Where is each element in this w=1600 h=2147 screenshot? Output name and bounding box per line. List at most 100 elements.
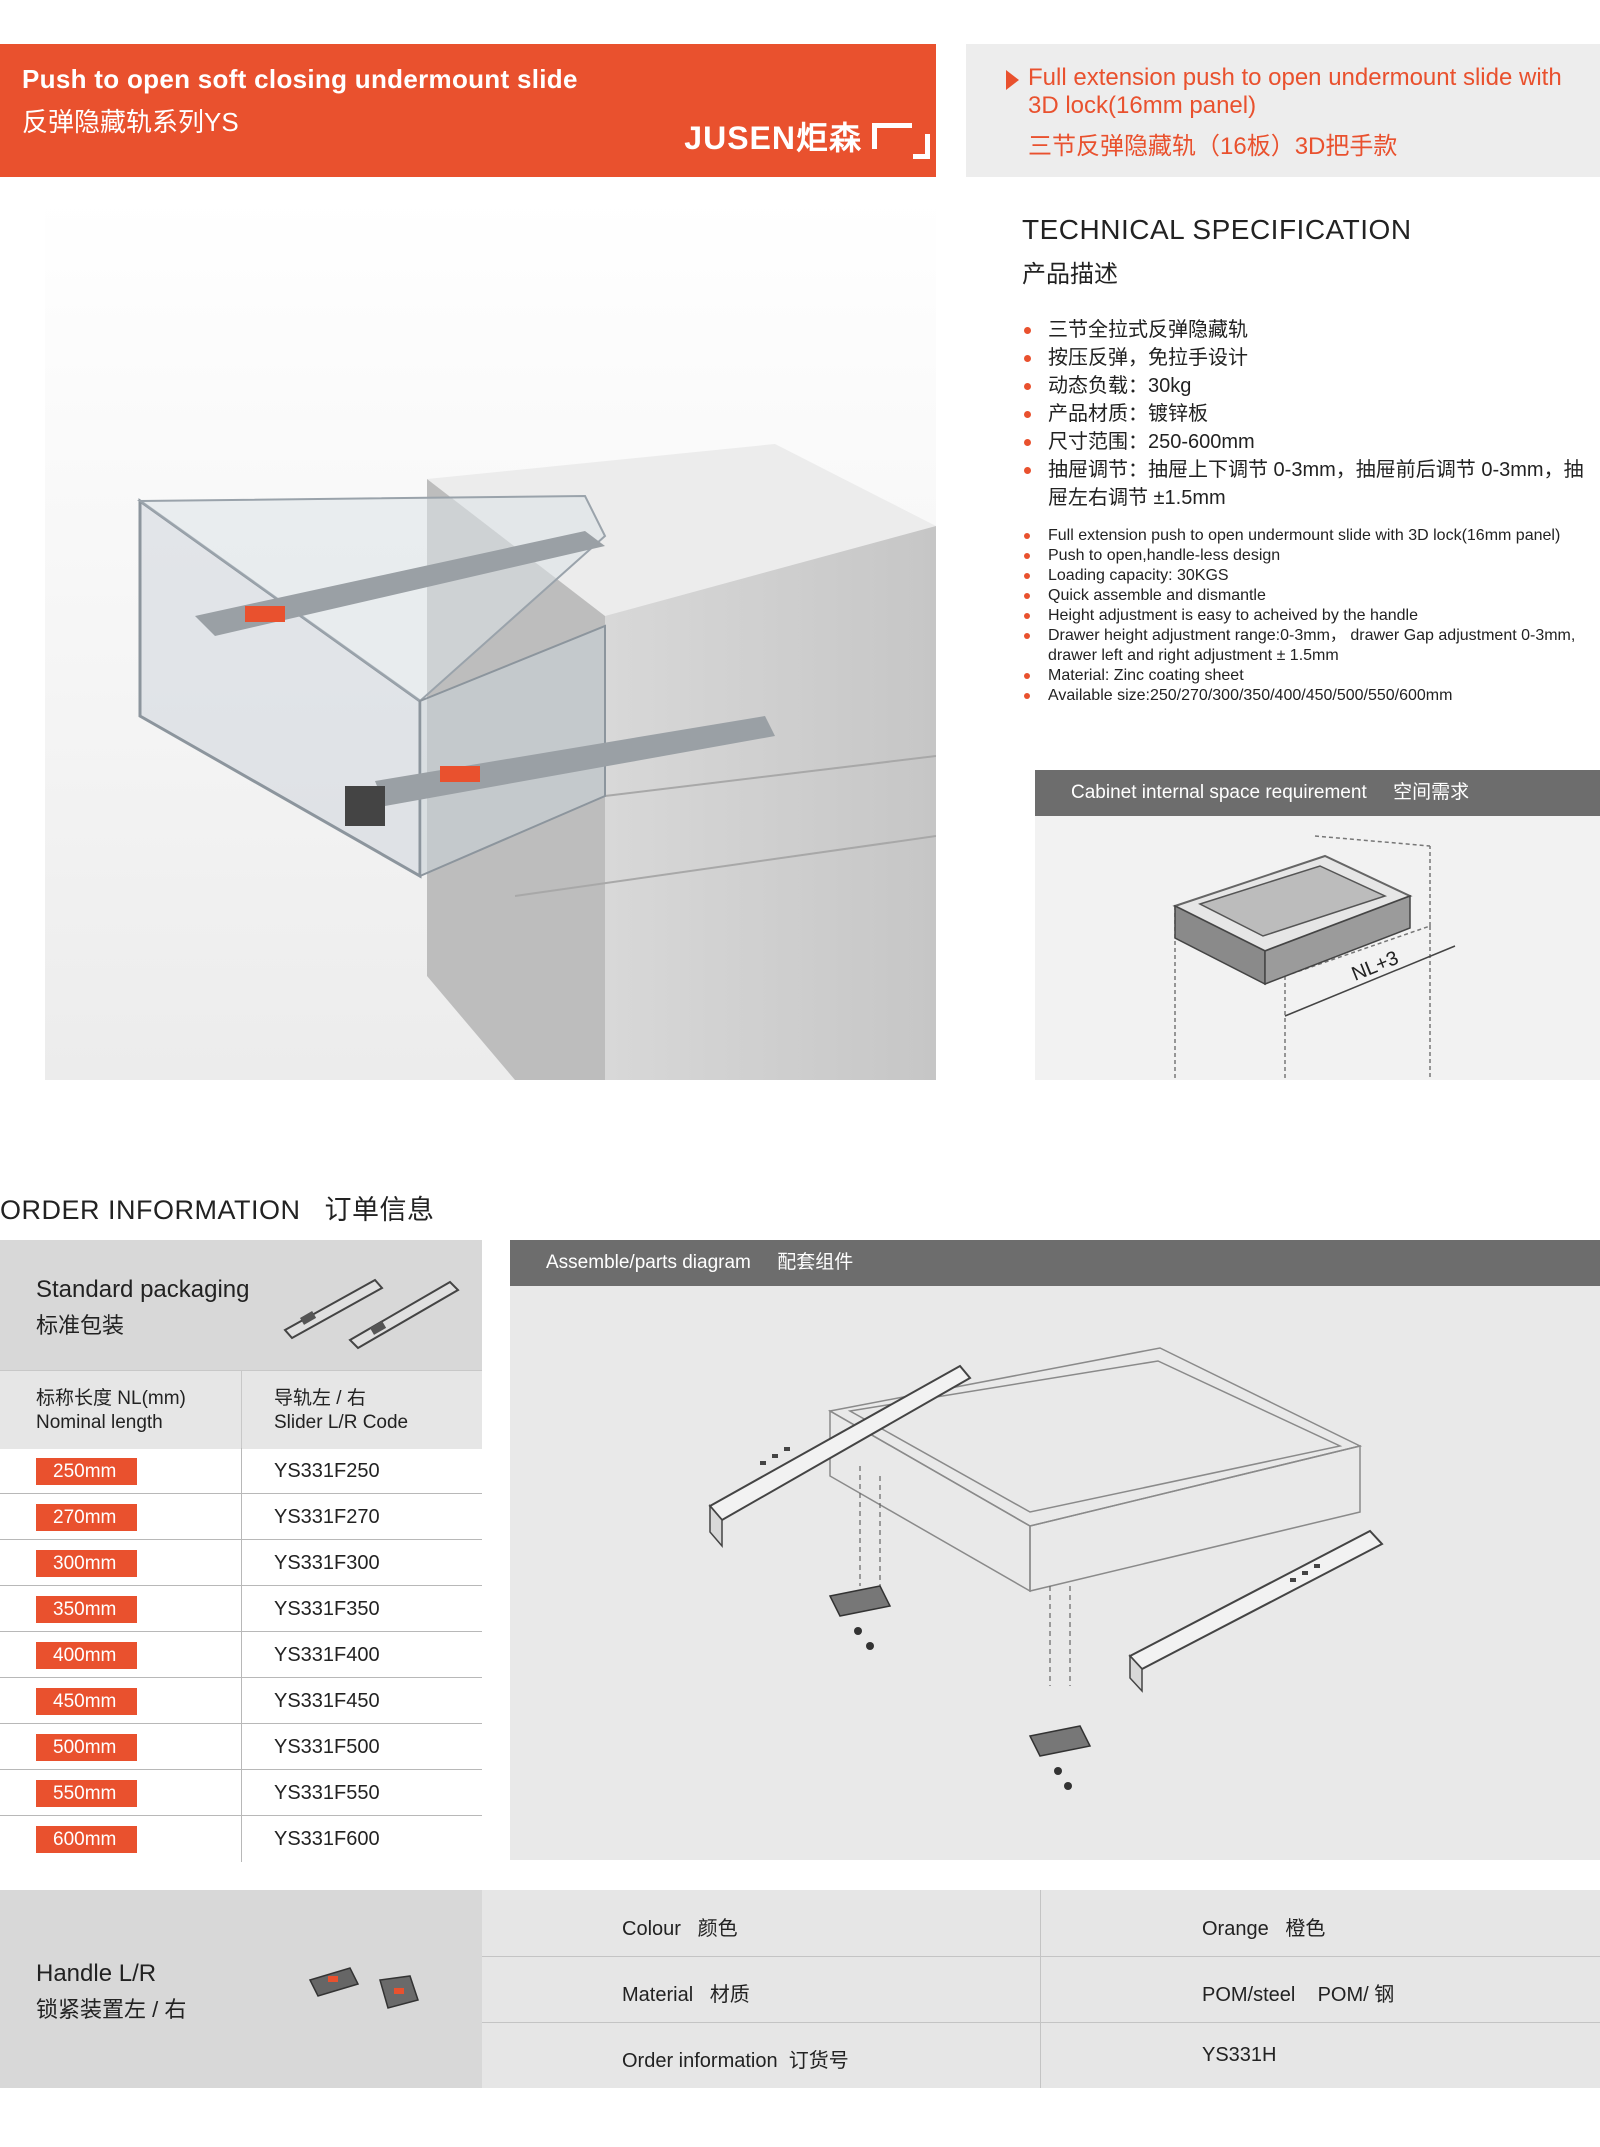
- length-badge: 400mm: [36, 1642, 137, 1669]
- divider: [1040, 1956, 1041, 2022]
- spec-title: TECHNICAL SPECIFICATION: [1022, 214, 1412, 245]
- handle-key: Colour 颜色: [622, 1918, 738, 1940]
- spec-subtitle: 产品描述: [1022, 261, 1118, 288]
- spec-item-en: Drawer height adjustment range:0-3mm， dr…: [1020, 626, 1580, 666]
- handle-value: Orange 橙色: [1202, 1918, 1326, 1940]
- assemble-diagram-bar: Assemble/parts diagram 配套组件: [510, 1240, 1600, 1286]
- divider: [241, 1770, 242, 1816]
- spec-item-en: Full extension push to open undermount s…: [1020, 526, 1580, 546]
- dimension-label: NL+3: [1349, 947, 1402, 986]
- divider: [241, 1632, 242, 1678]
- spec-list-cn: 三节全拉式反弹隐藏轨 按压反弹，免拉手设计 动态负载：30kg 产品材质：镀锌板…: [1020, 316, 1600, 512]
- divider: [1040, 1890, 1041, 1956]
- spec-item-cn: 抽屉调节：抽屉上下调节 0-3mm，抽屉前后调节 0-3mm，抽屉左右调节 ±1…: [1020, 456, 1600, 512]
- handle-title-en: Handle L/R: [36, 1960, 157, 1987]
- header-title-en: Push to open soft closing undermount sli…: [22, 64, 578, 94]
- length-badge: 250mm: [36, 1458, 137, 1485]
- brand-logo: JUSEN炬森: [684, 113, 930, 159]
- spec-item-en: Available size:250/270/300/350/400/450/5…: [1020, 686, 1580, 706]
- col-length-en: Nominal length: [36, 1412, 163, 1433]
- table-row: Material 材质 POM/steel POM/ 钢: [482, 1956, 1600, 2023]
- length-badge: 450mm: [36, 1688, 137, 1715]
- handle-spec-table: Colour 颜色 Orange 橙色 Material 材质 POM/stee…: [482, 1890, 1600, 2088]
- product-name-en: Full extension push to open undermount s…: [1028, 64, 1562, 119]
- spec-item-cn: 三节全拉式反弹隐藏轨: [1020, 316, 1600, 344]
- length-badge: 600mm: [36, 1826, 137, 1853]
- std-packaging-en: Standard packaging: [36, 1276, 250, 1303]
- divider: [241, 1678, 242, 1724]
- spec-item-cn: 按压反弹，免拉手设计: [1020, 344, 1600, 372]
- brand-name: JUSEN炬森: [684, 120, 862, 156]
- length-badge: 300mm: [36, 1550, 137, 1577]
- slider-code: YS331F270: [274, 1506, 380, 1528]
- product-header: Full extension push to open undermount s…: [966, 44, 1600, 177]
- slider-code: YS331F550: [274, 1782, 380, 1804]
- handle-key: Material 材质: [622, 1984, 750, 2006]
- order-title: ORDER INFORMATION 订单信息: [0, 1195, 435, 1225]
- spec-item-en: Quick assemble and dismantle: [1020, 586, 1580, 606]
- table-row: 300mm YS331F300: [0, 1540, 482, 1586]
- slides-image: [280, 1260, 470, 1350]
- header-banner: Push to open soft closing undermount sli…: [0, 44, 936, 177]
- brand-mark-icon: [872, 123, 930, 159]
- length-badge: 270mm: [36, 1504, 137, 1531]
- length-badge: 550mm: [36, 1780, 137, 1807]
- table-row: 500mm YS331F500: [0, 1724, 482, 1770]
- handle-title-cn: 锁紧装置左 / 右: [36, 1997, 187, 2022]
- col-code-header: 导轨左 / 右 Slider L/R Code: [274, 1387, 408, 1435]
- divider: [241, 1540, 242, 1586]
- col-code-en: Slider L/R Code: [274, 1412, 409, 1433]
- slider-code: YS331F600: [274, 1828, 380, 1850]
- order-table-header: 标称长度 NL(mm) Nominal length 导轨左 / 右 Slide…: [0, 1370, 482, 1449]
- cabinet-requirement-bar: Cabinet internal space requirement 空间需求: [1035, 770, 1600, 816]
- table-row: 400mm YS331F400: [0, 1632, 482, 1678]
- header-title-cn: 反弹隐藏轨系列YS: [22, 107, 239, 137]
- spec-item-cn: 尺寸范围：250-600mm: [1020, 428, 1600, 456]
- product-name-cn: 三节反弹隐藏轨（16板）3D把手款: [1028, 133, 1398, 160]
- table-row: 350mm YS331F350: [0, 1586, 482, 1632]
- divider: [241, 1371, 242, 1449]
- slider-code: YS331F250: [274, 1460, 380, 1482]
- handle-key: Order information 订货号: [622, 2050, 849, 2072]
- spec-list-en: Full extension push to open undermount s…: [1020, 526, 1580, 706]
- spec-item-cn: 产品材质：镀锌板: [1020, 400, 1600, 428]
- col-length-header: 标称长度 NL(mm) Nominal length: [36, 1387, 186, 1435]
- spec-item-en: Loading capacity: 30KGS: [1020, 566, 1580, 586]
- divider: [1040, 2022, 1041, 2088]
- slider-code: YS331F500: [274, 1736, 380, 1758]
- std-packaging-cn: 标准包装: [36, 1313, 125, 1338]
- table-row: 550mm YS331F550: [0, 1770, 482, 1816]
- slider-code: YS331F450: [274, 1690, 380, 1712]
- standard-packaging: Standard packaging 标准包装: [0, 1240, 482, 1370]
- slider-code: YS331F350: [274, 1598, 380, 1620]
- length-badge: 500mm: [36, 1734, 137, 1761]
- triangle-marker-icon: [1006, 70, 1019, 90]
- table-row: Order information 订货号 YS331H: [482, 2022, 1600, 2088]
- handle-value: POM/steel POM/ 钢: [1202, 1984, 1395, 2006]
- spec-item-en: Material: Zinc coating sheet: [1020, 666, 1580, 686]
- length-badge: 350mm: [36, 1596, 137, 1623]
- slider-code: YS331F400: [274, 1644, 380, 1666]
- divider: [241, 1816, 242, 1862]
- divider: [241, 1448, 242, 1494]
- col-length-cn: 标称长度 NL(mm): [36, 1388, 186, 1409]
- table-row: Colour 颜色 Orange 橙色: [482, 1890, 1600, 1957]
- spec-item-en: Push to open,handle-less design: [1020, 546, 1580, 566]
- divider: [241, 1586, 242, 1632]
- table-row: 600mm YS331F600: [0, 1816, 482, 1862]
- divider: [241, 1494, 242, 1540]
- slider-code: YS331F300: [274, 1552, 380, 1574]
- table-row: 450mm YS331F450: [0, 1678, 482, 1724]
- col-code-cn: 导轨左 / 右: [274, 1388, 366, 1409]
- table-row: 250mm YS331F250: [0, 1448, 482, 1494]
- table-row: 270mm YS331F270: [0, 1494, 482, 1540]
- spec-item-cn: 动态负载：30kg: [1020, 372, 1600, 400]
- product-photo: [45, 196, 936, 1080]
- spec-item-en: Height adjustment is easy to acheived by…: [1020, 606, 1580, 626]
- cabinet-diagram: NL+3: [1035, 816, 1600, 1080]
- handle-image: [300, 1950, 430, 2020]
- handle-panel: Handle L/R 锁紧装置左 / 右: [0, 1890, 482, 2088]
- assemble-diagram: [510, 1286, 1600, 1860]
- divider: [241, 1724, 242, 1770]
